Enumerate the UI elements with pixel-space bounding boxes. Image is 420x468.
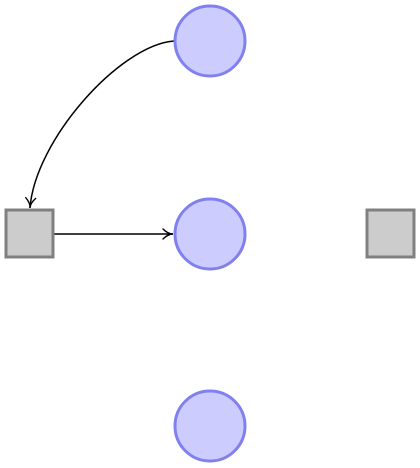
place-bottom [173,389,247,463]
nodes-layer [4,4,416,463]
place-top [173,4,247,78]
arc-place-top-to-transition-left [25,40,175,209]
transition-right [365,208,416,259]
arcs-layer [25,40,175,240]
place-middle [173,197,247,271]
transition-left [4,208,55,259]
